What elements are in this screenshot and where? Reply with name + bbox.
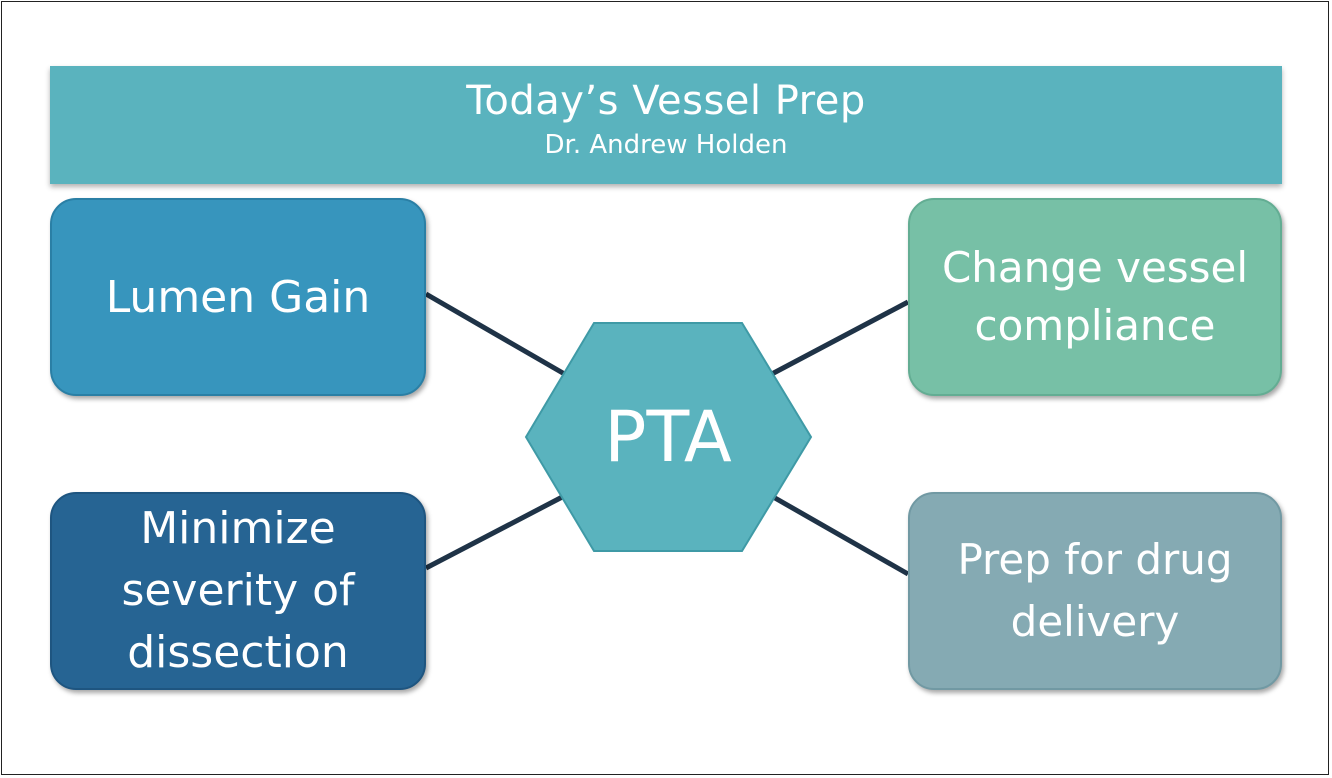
connector-top-left bbox=[424, 291, 570, 379]
box-bottom-right-line: delivery bbox=[1010, 597, 1180, 646]
header-title: Today’s Vessel Prep bbox=[466, 78, 866, 124]
box-bottom-left-line: Minimize bbox=[140, 503, 336, 554]
box-top-left-line: Lumen Gain bbox=[105, 271, 371, 323]
box-drug-delivery: Prep for drug delivery bbox=[908, 492, 1282, 690]
box-top-right-line: compliance bbox=[974, 301, 1216, 350]
center-label: PTA bbox=[604, 396, 732, 478]
box-bottom-left-line: severity of bbox=[121, 565, 355, 616]
connector-top-right bbox=[766, 299, 910, 379]
box-minimize-dissection: Minimize severity of dissection bbox=[50, 492, 426, 690]
box-bottom-left-line: dissection bbox=[127, 627, 349, 678]
box-top-right-line: Change vessel bbox=[941, 243, 1249, 292]
center-hexagon bbox=[524, 322, 813, 552]
box-bottom-right-line: Prep for drug bbox=[957, 535, 1233, 584]
connector-bottom-left bbox=[424, 491, 570, 571]
box-lumen-gain: Lumen Gain bbox=[50, 198, 426, 396]
box-change-compliance: Change vessel compliance bbox=[908, 198, 1282, 396]
connector-bottom-right bbox=[766, 491, 910, 577]
header-banner: Today’s Vessel Prep Dr. Andrew Holden bbox=[50, 66, 1282, 184]
header-subtitle: Dr. Andrew Holden bbox=[544, 130, 788, 160]
